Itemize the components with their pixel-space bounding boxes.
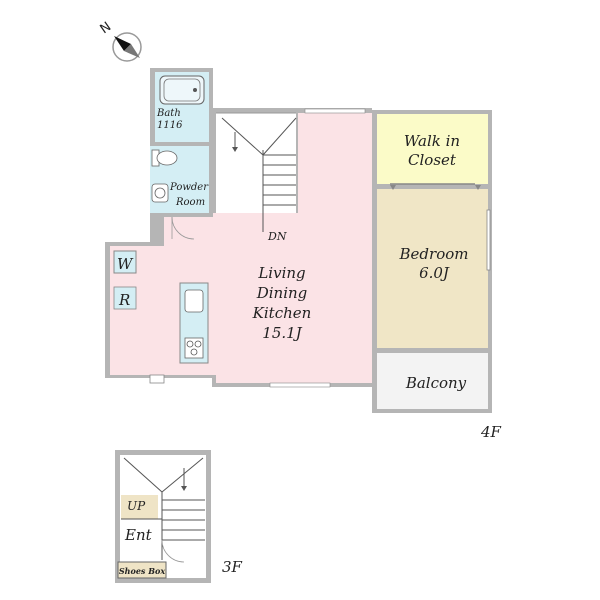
ldk-window-bottom xyxy=(269,382,331,388)
north-label: N xyxy=(98,19,115,37)
toilet-icon xyxy=(151,149,178,167)
closet-label: Walk in xyxy=(404,132,460,150)
staircase-4f xyxy=(216,112,297,232)
ldk-size-label: 15.1J xyxy=(262,324,302,342)
ldk-label-2: Dining xyxy=(256,284,308,302)
bath-label: Bath xyxy=(156,108,181,119)
compass-icon xyxy=(112,32,142,62)
bedroom-window xyxy=(486,209,491,271)
stairs-up-label: UP xyxy=(127,499,146,513)
door-swing xyxy=(171,216,195,240)
staircase-3f xyxy=(121,457,205,560)
sink-icon xyxy=(151,183,169,203)
shoes-box xyxy=(117,561,167,579)
ldk-label-3: Kitchen xyxy=(252,304,312,322)
powder-room-label-2: Room xyxy=(175,197,205,208)
bedroom-size-label: 6.0J xyxy=(419,264,450,282)
refrigerator-label: R xyxy=(118,291,130,309)
refrigerator-space xyxy=(113,286,137,310)
floor-label-4f: 4F xyxy=(480,423,502,441)
outer-walls-3f xyxy=(115,450,211,583)
bedroom xyxy=(377,189,488,348)
closet-door xyxy=(390,183,481,190)
entry-door-4f xyxy=(149,374,165,384)
balcony xyxy=(377,353,488,409)
ldk-window-top xyxy=(304,108,366,114)
floor-label-3f: 3F xyxy=(222,558,243,576)
bedroom-label: Bedroom xyxy=(399,245,469,263)
bathtub-icon xyxy=(159,75,205,105)
kitchen-counter xyxy=(179,282,209,364)
stairs-dn-label: DN xyxy=(267,230,287,243)
washer-label: W xyxy=(117,255,134,273)
walk-in-closet xyxy=(377,114,488,184)
washer-space xyxy=(113,250,137,274)
closet-label-2: Closet xyxy=(408,151,457,169)
bath-size-label: 1116 xyxy=(157,120,183,131)
entrance-label: Ent xyxy=(124,526,153,544)
ldk-room xyxy=(110,113,372,383)
powder-room-label: Powder xyxy=(169,182,209,193)
entry-door-3f xyxy=(161,539,185,563)
up-stairs-area xyxy=(121,495,158,519)
ldk-label-1: Living xyxy=(257,264,305,282)
shoes-box-label: Shoes Box xyxy=(119,566,165,576)
balcony-label: Balcony xyxy=(405,374,467,392)
